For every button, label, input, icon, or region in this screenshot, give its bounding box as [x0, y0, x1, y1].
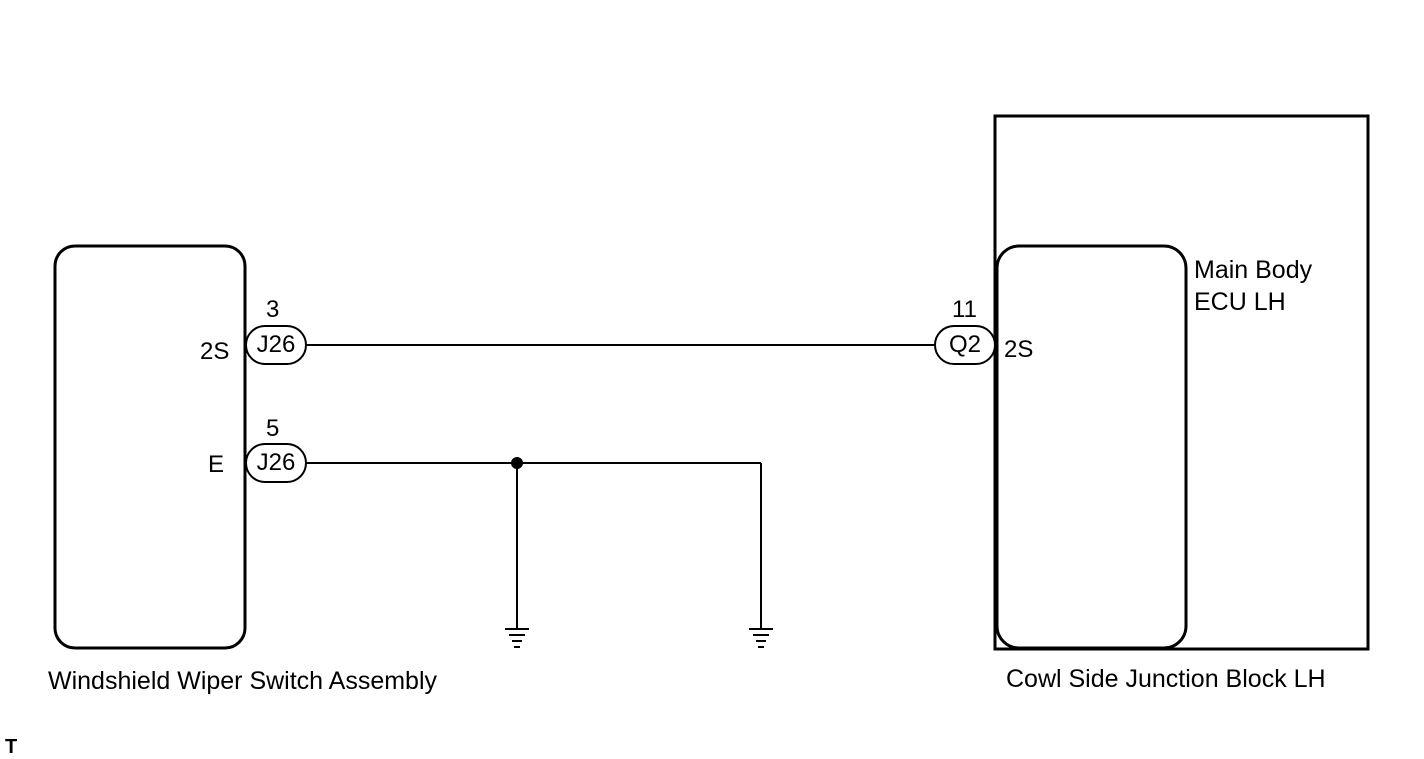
pin-number-3: 3	[266, 296, 280, 323]
terminal-2s-right: 2S	[1004, 336, 1034, 363]
main-body-ecu-label-line2: ECU LH	[1194, 288, 1286, 316]
main-body-ecu-body	[995, 244, 1188, 650]
connector-j26-pin3: J26	[245, 325, 307, 365]
main-body-ecu-label-line1: Main Body	[1194, 256, 1313, 284]
terminal-2s-left: 2S	[200, 338, 230, 365]
pin-number-11: 11	[952, 296, 977, 323]
junction-block-body	[993, 114, 1370, 651]
ground-icon	[749, 628, 773, 648]
pin-number-5: 5	[266, 415, 280, 442]
wiper-switch-body	[53, 244, 247, 650]
junction-block-label: Cowl Side Junction Block LH	[1006, 665, 1326, 693]
connector-j26-pin5: J26	[245, 443, 307, 483]
corner-mark: T	[5, 736, 18, 758]
ground-icon	[505, 628, 529, 648]
connector-q2-pin11: Q2	[934, 325, 996, 365]
wiper-switch-label: Windshield Wiper Switch Assembly	[48, 667, 438, 695]
terminal-e: E	[208, 451, 225, 478]
